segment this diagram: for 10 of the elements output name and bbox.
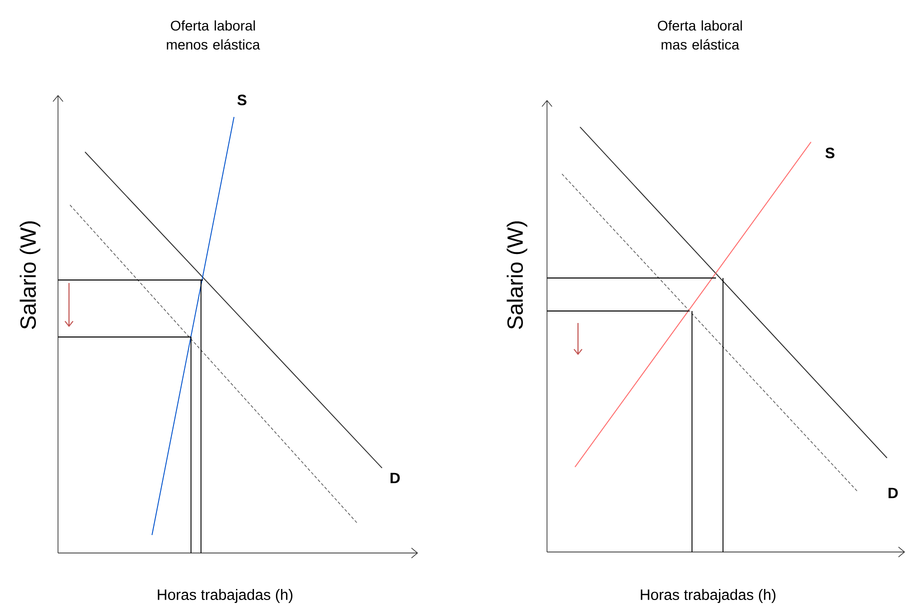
axis-label: Horas trabajadas (h) <box>158 589 292 603</box>
chart-title: Oferta laboral menos elástica <box>166 20 260 50</box>
curve-label: D <box>390 472 400 484</box>
chart-title: Oferta laboral mas elástica <box>658 20 742 50</box>
axis-label: Salario (W) <box>506 221 528 329</box>
axis-label: Salario (W) <box>20 221 40 329</box>
curve-label: D <box>888 488 898 498</box>
axis-label: Horas trabajadas (h) <box>640 589 776 603</box>
curve-label: S <box>237 94 246 106</box>
curve-label: S <box>825 148 834 158</box>
